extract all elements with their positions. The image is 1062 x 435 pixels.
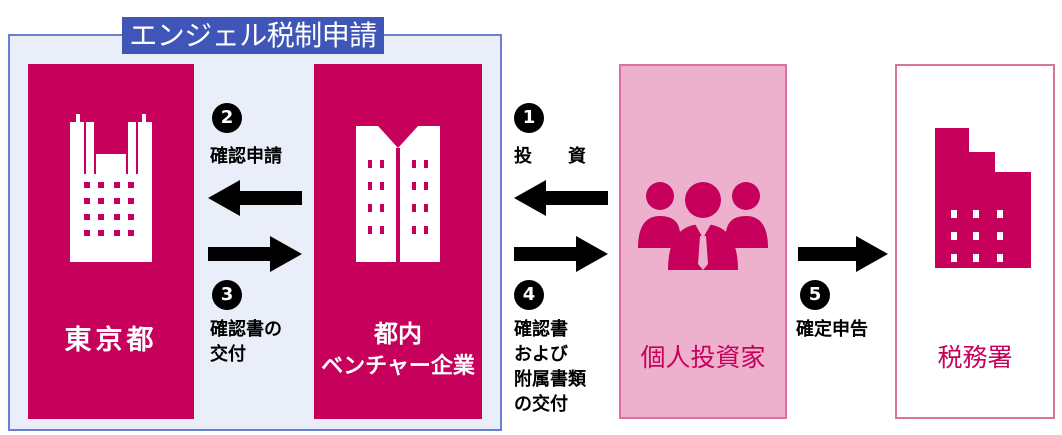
step-5-badge: 5	[800, 280, 830, 310]
step-3-label-line1: 確認書の	[210, 319, 282, 340]
step-1-label: 投 資	[514, 146, 586, 167]
step-4-badge: 4	[514, 280, 544, 310]
arrow-left-confirm-request	[208, 180, 302, 216]
tax-office-box: 税務署	[895, 64, 1055, 419]
step-3-label-line2: 交付	[210, 344, 246, 365]
step-4-label-line3: 附属書類	[514, 369, 586, 390]
arrow-right-issue-certificate	[208, 236, 302, 272]
arrow-left-investment	[514, 180, 608, 216]
frame-title: エンジェル税制申請	[122, 17, 384, 54]
venture-label-line2: ベンチャー企業	[321, 354, 475, 379]
people-group-icon	[638, 182, 768, 270]
step-4-label-line4: の交付	[514, 394, 568, 415]
arrow-right-issue-documents	[514, 236, 608, 272]
step-2-label: 確認申請	[210, 146, 282, 167]
step-4-label-line2: および	[514, 344, 568, 365]
tax-office-building-icon	[935, 128, 1031, 268]
tokyo-label: 東京都	[64, 325, 158, 356]
step-3-badge: 3	[212, 280, 242, 310]
step-2-badge: 2	[212, 103, 242, 133]
government-building-icon	[70, 114, 152, 262]
step-1-badge: 1	[514, 103, 544, 133]
investor-label: 個人投資家	[640, 343, 766, 372]
individual-investor-box: 個人投資家	[619, 64, 787, 419]
step-5-label: 確定申告	[796, 319, 868, 340]
step-4-label-line1: 確認書	[514, 319, 568, 340]
office-building-icon	[356, 126, 440, 262]
arrow-right-tax-return	[798, 236, 888, 272]
tokyo-box: 東京都	[28, 64, 194, 419]
venture-label-line1: 都内	[374, 320, 422, 348]
venture-company-box: 都内 ベンチャー企業	[314, 64, 482, 419]
tax-office-label: 税務署	[937, 343, 1013, 372]
